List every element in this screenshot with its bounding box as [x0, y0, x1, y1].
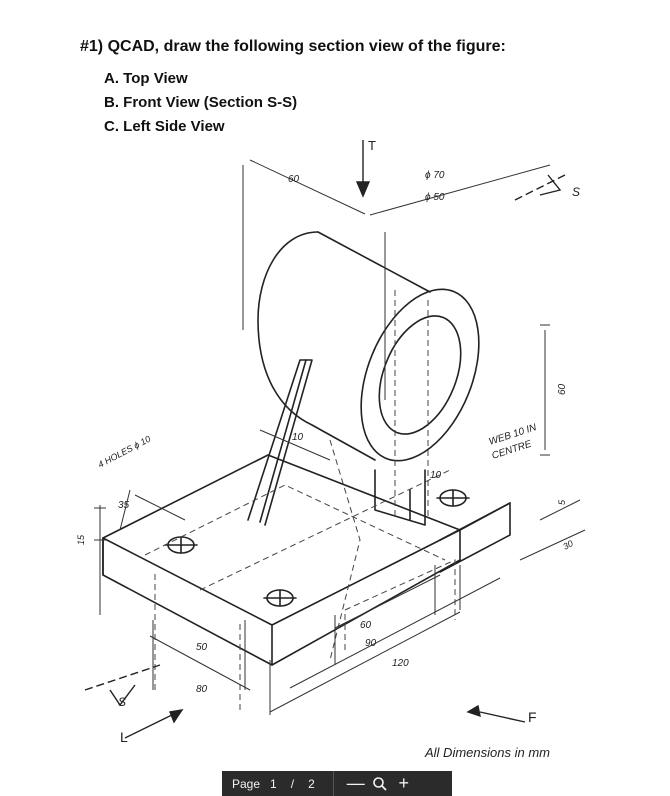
dim-120: 120 [392, 658, 409, 669]
pdf-viewer-toolbar: Page 1 / 2 — + [222, 771, 452, 796]
dim-phi-70: ϕ 70 [425, 170, 445, 181]
dim-35: 35 [118, 500, 130, 511]
dim-90: 90 [365, 638, 377, 649]
dimensions-note: All Dimensions in mm [424, 745, 550, 760]
dim-60-slot: 60 [360, 620, 372, 631]
dim-30: 30 [561, 538, 575, 552]
holes-note: 4 HOLES ϕ 10 [96, 434, 152, 470]
magnifier-icon[interactable] [368, 771, 392, 796]
dim-15: 15 [76, 534, 86, 545]
hidden-lines [144, 290, 456, 710]
pedestal [374, 469, 426, 526]
task-item-top-view: A. Top View [104, 70, 188, 87]
zoom-in-button[interactable]: + [398, 773, 409, 793]
top-arrow-label: T [368, 138, 376, 153]
left-arrow-label: L [120, 729, 128, 745]
current-page-number[interactable]: 1 [270, 776, 277, 791]
dim-phi-50: ϕ 50 [425, 192, 445, 203]
dim-10-web: 10 [292, 432, 304, 443]
page-separator: / [290, 776, 295, 791]
dim-80: 80 [196, 684, 208, 695]
dim-5: 5 [557, 499, 567, 505]
question-title: #1) QCAD, draw the following section vie… [80, 38, 506, 55]
task-item-left-side-view: C. Left Side View [104, 118, 225, 135]
dim-60-top: 60 [288, 174, 300, 185]
holes [164, 489, 470, 607]
cylinder [257, 231, 480, 462]
task-list: A. Top View B. Front View (Section S-S) … [104, 70, 297, 142]
base-block [102, 454, 511, 666]
page-label: Page [232, 776, 261, 791]
front-arrow-label: F [528, 709, 537, 725]
dim-10-boss: 10 [430, 470, 442, 481]
dim-50: 50 [196, 642, 208, 653]
dim-60-height: 60 [557, 383, 568, 395]
section-label-top: S [572, 185, 580, 199]
toolbar-divider [332, 771, 334, 796]
zoom-out-button[interactable]: — [346, 773, 365, 793]
section-label-bottom: S [118, 695, 126, 709]
search-icon [372, 776, 387, 791]
dimension-lines [94, 159, 586, 715]
total-pages: 2 [308, 776, 315, 791]
view-arrows [84, 140, 566, 739]
task-item-front-view: B. Front View (Section S-S) [104, 94, 298, 111]
